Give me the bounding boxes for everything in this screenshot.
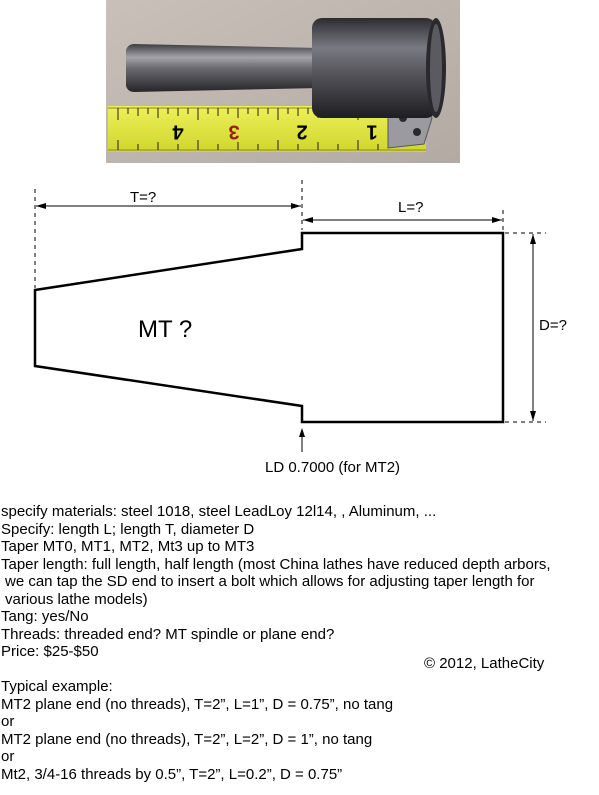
arbor-photo: 4 3 2 1 [106, 0, 460, 163]
or-separator-1: or [1, 713, 15, 730]
l-left-arrow [303, 217, 313, 223]
example-3: Mt2, 3/4-16 threads by 0.5”, T=2”, L=0.2… [1, 765, 343, 783]
arbor-drawing: T=? L=? D=? MT ? LD 0.7000 (for MT2) [33, 180, 567, 476]
arbor-body [126, 18, 446, 118]
taper-length-line-2: we can tap the SD end to insert a bolt w… [5, 573, 535, 590]
tape-number-1: 1 [366, 121, 377, 143]
taper-length-line-1: Taper length: full length, half length (… [1, 555, 551, 573]
t-right-arrow [291, 203, 301, 209]
specify-line: Specify: length L; length T, diameter D [1, 520, 255, 538]
d-dimension-label: D=? [539, 317, 567, 334]
l-right-arrow [492, 217, 502, 223]
tape-number-4: 4 [172, 121, 184, 143]
example-1: MT2 plane end (no threads), T=2”, L=1”, … [1, 695, 394, 713]
d-top-arrow [530, 234, 536, 244]
example-2: MT2 plane end (no threads), T=2”, L=2”, … [1, 730, 373, 748]
tape-number-3: 3 [228, 121, 239, 143]
arbor-outline [33, 231, 505, 424]
tape-number-2: 2 [296, 121, 307, 143]
d-bottom-arrow [530, 411, 536, 421]
mt-size-label: MT ? [138, 316, 192, 343]
ld-pointer-arrow [299, 428, 305, 437]
l-dimension-label: L=? [398, 199, 423, 216]
typical-heading: Typical example: [1, 678, 113, 695]
tang-line: Tang: yes/No [1, 608, 89, 625]
or-separator-2: or [1, 748, 15, 765]
t-left-arrow [36, 203, 46, 209]
taper-line: Taper MT0, MT1, MT2, Mt3 up to MT3 [1, 538, 255, 555]
spec-notes: specify materials: steel 1018, steel Lea… [1, 503, 599, 783]
t-dimension-label: T=? [130, 189, 156, 206]
taper-length-line-3: various lathe models) [5, 590, 148, 608]
materials-line: specify materials: steel 1018, steel Lea… [1, 503, 437, 520]
copyright-notice: © 2012, LatheCity [424, 655, 545, 672]
ld-label: LD 0.7000 (for MT2) [265, 459, 400, 476]
threads-line: Threads: threaded end? MT spindle or pla… [1, 625, 335, 643]
price-line: Price: $25-$50 [1, 643, 99, 660]
